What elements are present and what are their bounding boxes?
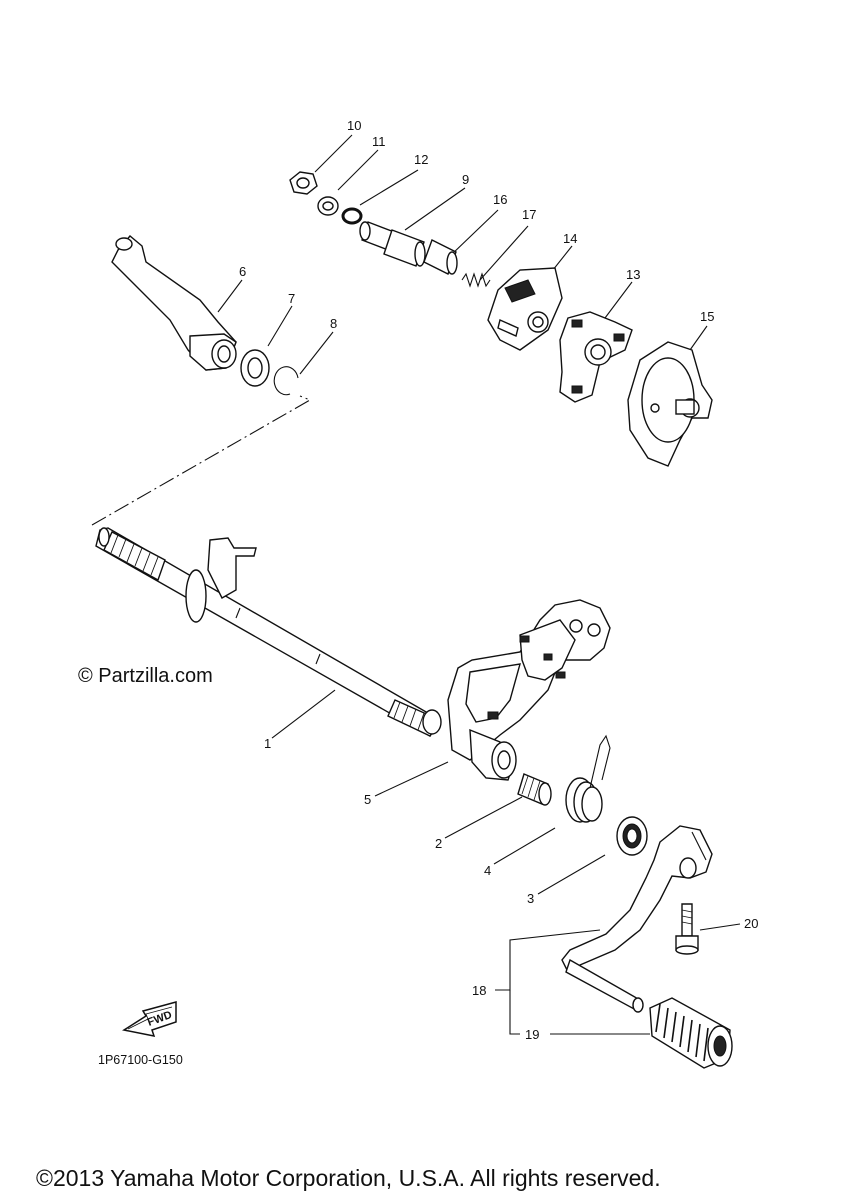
shift-pedal-part-18	[561, 825, 713, 1013]
callout-13: 13	[626, 267, 640, 282]
callout-8: 8	[330, 316, 337, 331]
callout-10: 10	[347, 118, 361, 133]
circlip-part-8	[273, 366, 299, 396]
diagram-code: 1P67100-G150	[98, 1053, 183, 1067]
callout-15: 15	[700, 309, 714, 324]
callout-12: 12	[414, 152, 428, 167]
fwd-arrow-icon: FWD	[122, 1001, 177, 1037]
callout-1: 1	[264, 736, 271, 751]
callout-5: 5	[364, 792, 371, 807]
washer-part-7	[240, 349, 270, 387]
plate-part-13	[559, 311, 633, 403]
nut-part-10	[289, 171, 318, 195]
shaft-pin-part-9	[359, 221, 426, 267]
callout-9: 9	[462, 172, 469, 187]
callout-4: 4	[484, 863, 491, 878]
oil-seal-part-3	[616, 816, 648, 856]
callout-numbers: 1 2 3 4 5 6 7 8 9 10 11 12 13 14 15 16 1…	[239, 118, 758, 1042]
callout-6: 6	[239, 264, 246, 279]
segment-part-14	[487, 267, 563, 351]
watermark: © Partzilla.com	[78, 665, 213, 687]
callout-7: 7	[288, 291, 295, 306]
bolt-part-20	[675, 903, 699, 955]
washer-part-11	[317, 196, 339, 216]
spring-part-17	[461, 272, 491, 288]
callout-11: 11	[372, 134, 386, 149]
collar-part-16	[423, 239, 458, 275]
pedal-rubber-part-19	[649, 997, 733, 1069]
callout-16: 16	[493, 192, 507, 207]
callout-19: 19	[525, 1027, 539, 1042]
oring-part-12	[341, 207, 363, 225]
callout-2: 2	[435, 836, 442, 851]
callout-17: 17	[522, 207, 536, 222]
leader-lines	[91, 134, 741, 1035]
bearing-part-2	[517, 773, 552, 806]
cam-part-15	[627, 341, 713, 467]
callout-18: 18	[472, 983, 486, 998]
torsion-spring-part-4	[565, 734, 611, 823]
shift-lever-part-5	[447, 599, 611, 781]
shift-shaft-part-1	[95, 527, 442, 737]
callout-20: 20	[744, 916, 758, 931]
callout-14: 14	[563, 231, 577, 246]
callout-3: 3	[527, 891, 534, 906]
copyright-notice: ©2013 Yamaha Motor Corporation, U.S.A. A…	[36, 1165, 661, 1191]
shift-arm-part-6	[111, 235, 237, 371]
